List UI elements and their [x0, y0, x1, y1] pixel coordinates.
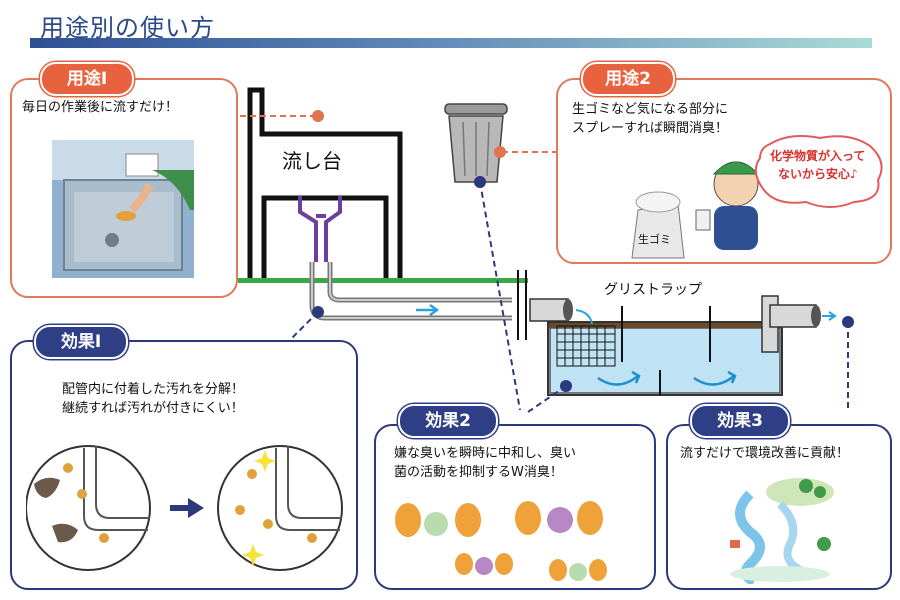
grease-trap-water — [549, 327, 781, 394]
effect1-badge: 効果Ⅰ — [34, 325, 128, 359]
environment-illustration — [730, 478, 834, 584]
effect2-badge: 効果2 — [398, 404, 498, 438]
use1-badge: 用途Ⅰ — [40, 62, 134, 96]
trash-connector-dot — [474, 176, 486, 188]
bacteria-illustration — [395, 501, 607, 581]
effect3-badge: 効果3 — [690, 404, 790, 438]
speech-bubble — [754, 135, 883, 208]
strainer-basket — [556, 325, 616, 367]
inlet-flow — [575, 309, 593, 325]
ground-line — [238, 278, 528, 283]
sink-outline — [247, 87, 403, 278]
sink-label: 流し台 — [282, 149, 342, 173]
use2-text-line2: スプレーすれば瞬間消臭！ — [572, 121, 729, 136]
outlet-connector-dot — [842, 316, 854, 328]
sink-photo — [52, 140, 194, 278]
effect1-line2: 継続すれば汚れが付きにくい！ — [62, 401, 244, 416]
trap-baffles — [621, 306, 711, 395]
pipe-cleaning-illustration — [26, 445, 343, 571]
use1-text: 毎日の作業後に流すだけ！ — [22, 100, 179, 115]
garbage-bag-label: 生ゴミ — [638, 233, 671, 246]
use2-text-line1: 生ゴミなど気になる部分に — [572, 102, 729, 117]
pipe-flow-arrow — [416, 303, 440, 317]
grease-trap-label: グリストラップ — [604, 282, 702, 298]
grease-trap-box — [547, 321, 783, 396]
grease-trap-lid — [548, 322, 782, 328]
bubble-line1: 化学物質が入って — [770, 149, 866, 163]
connector-lines — [240, 115, 849, 413]
inlet-pipe-end — [563, 299, 573, 321]
effect2-line1: 嫌な臭いを瞬時に中和し、臭い — [394, 446, 577, 461]
drain-pipes-inner — [311, 262, 512, 319]
effect1-line1: 配管内に付着した汚れを分解！ — [62, 382, 245, 397]
water-flow-arrows — [597, 370, 737, 386]
outlet-flow-arrow — [822, 311, 837, 321]
inlet-pipe — [529, 298, 569, 322]
use2-connector-dot — [494, 146, 506, 158]
outlet-pipe — [769, 304, 817, 328]
drain-pipes — [309, 262, 512, 321]
use1-connector-dot — [312, 110, 324, 122]
effect2-line2: 菌の活動を抑制するW消臭！ — [394, 465, 563, 480]
use1-panel: 毎日の作業後に流すだけ！ — [10, 78, 238, 298]
spray-illustration — [631, 161, 760, 259]
effect3-panel: 流すだけで環境改善に貢献！ — [666, 424, 892, 590]
title-gradient-bar — [30, 38, 872, 48]
trash-can-icon — [444, 103, 508, 183]
trap-connector-dot — [560, 380, 572, 392]
outlet-pipe-end — [811, 305, 821, 327]
use2-panel: 生ゴミなど気になる部分に スプレーすれば瞬間消臭！ 生ゴミ 化学物質が入って な… — [556, 78, 892, 264]
effect1-panel: 配管内に付着した汚れを分解！ 継続すれば汚れが付きにくい！ — [10, 340, 358, 590]
effect3-text: 流すだけで環境改善に貢献！ — [680, 446, 850, 461]
pipe-connector-dot — [312, 306, 324, 318]
wall-break — [517, 270, 527, 340]
bubble-line2: ないから安心♪ — [778, 167, 858, 181]
use2-badge: 用途2 — [581, 62, 675, 96]
sink-drain-pipe — [298, 196, 342, 262]
page-title: 用途別の使い方 — [40, 14, 215, 42]
effect2-panel: 嫌な臭いを瞬時に中和し、臭い 菌の活動を抑制するW消臭！ — [374, 424, 656, 590]
